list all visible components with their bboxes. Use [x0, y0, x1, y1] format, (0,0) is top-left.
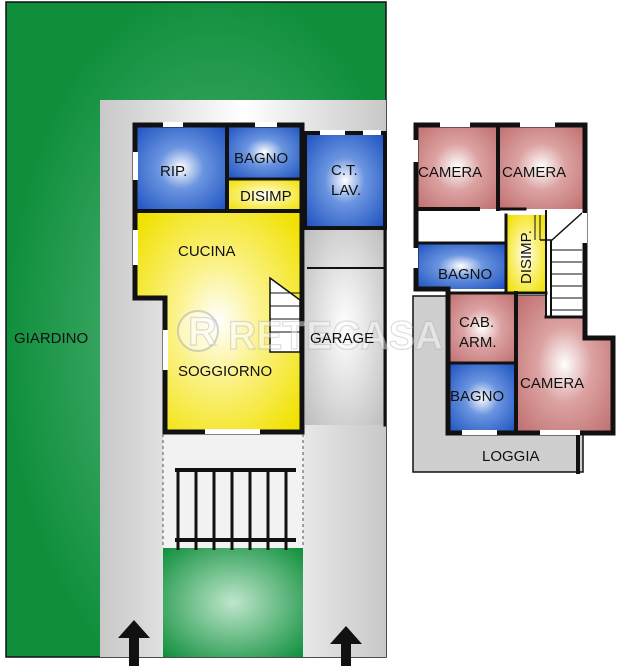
- entrance-arrow-icon: [118, 620, 150, 666]
- entrance-arrow-icon: [330, 626, 362, 666]
- label-cab: CAB.: [459, 314, 494, 331]
- label-disimp-first: DISIMP.: [518, 230, 535, 284]
- room-camera-left: [416, 125, 498, 209]
- room-garage: [305, 228, 385, 425]
- label-rip: RIP.: [160, 163, 187, 180]
- room-cab-arm: [448, 293, 516, 363]
- walls-ground: [132, 122, 387, 435]
- room-disimp: [227, 179, 302, 211]
- room-bagno-bottom: [448, 363, 516, 433]
- label-camera-right: CAMERA: [502, 164, 566, 181]
- pergola: [175, 468, 296, 550]
- watermark-text: RETECASA: [228, 314, 443, 358]
- room-camera-big: [516, 296, 613, 433]
- walls-first: [413, 122, 616, 474]
- label-giardino: GIARDINO: [14, 330, 88, 347]
- label-camera-left: CAMERA: [418, 164, 482, 181]
- stairs-first: [534, 212, 583, 316]
- label-lav: LAV.: [331, 182, 361, 199]
- room-bagno-top: [416, 243, 506, 289]
- label-arm: ARM.: [459, 334, 497, 351]
- label-bagno-top: BAGNO: [438, 266, 492, 283]
- label-garage: GARAGE: [310, 330, 374, 347]
- label-bagno: BAGNO: [234, 150, 288, 167]
- label-bagno-bottom: BAGNO: [450, 388, 504, 405]
- room-cucina-soggiorno: [135, 211, 302, 432]
- label-soggiorno: SOGGIORNO: [178, 363, 272, 380]
- watermark: R RETECASA: [177, 309, 444, 359]
- room-bagno: [227, 125, 302, 179]
- room-disimp-first: [506, 215, 546, 293]
- label-cucina: CUCINA: [178, 243, 236, 260]
- front-lawn: [163, 548, 303, 657]
- label-ct: C.T.: [331, 162, 358, 179]
- label-loggia: LOGGIA: [482, 448, 540, 465]
- room-ct-lav: [305, 133, 385, 228]
- room-camera-right: [498, 125, 585, 209]
- label-camera-big: CAMERA: [520, 375, 584, 392]
- room-rip: [135, 125, 227, 211]
- watermark-letter: R: [188, 310, 217, 354]
- label-disimp: DISIMP: [240, 188, 292, 205]
